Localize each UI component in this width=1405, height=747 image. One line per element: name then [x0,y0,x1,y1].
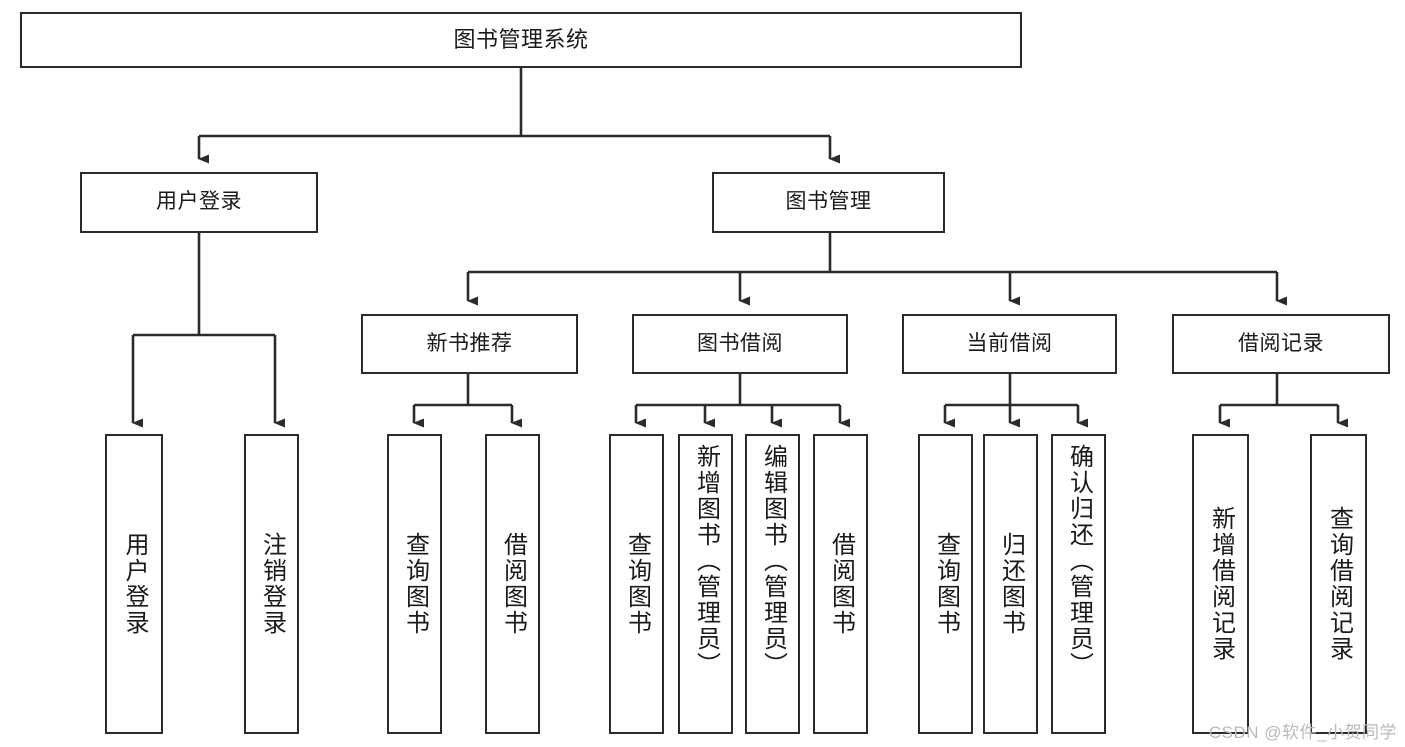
node-label: 借阅图书 [499,532,527,636]
node-leaf-add-record[interactable]: 新增借阅记录 [1192,434,1249,734]
node-leaf-user-login[interactable]: 用户登录 [105,434,163,734]
node-root-system[interactable]: 图书管理系统 [20,12,1022,68]
node-leaf-edit-book[interactable]: 编辑图书（管理员） [745,434,800,734]
node-label: 查询借阅记录 [1325,506,1353,662]
node-borrow-record[interactable]: 借阅记录 [1172,314,1390,374]
node-leaf-logout[interactable]: 注销登录 [244,434,299,734]
node-label: 新增借阅记录 [1207,506,1235,662]
node-leaf-borrow-book-2[interactable]: 借阅图书 [813,434,868,734]
node-leaf-borrow-book-1[interactable]: 借阅图书 [485,434,540,734]
node-label: 注销登录 [258,532,286,636]
node-label: 借阅记录 [1238,331,1324,355]
node-label: 查询图书 [401,532,429,636]
node-current-borrow[interactable]: 当前借阅 [902,314,1117,374]
node-label: 查询图书 [623,532,651,636]
node-book-borrow[interactable]: 图书借阅 [632,314,848,374]
node-label: 图书管理系统 [453,27,589,53]
node-leaf-confirm-return[interactable]: 确认归还（管理员） [1051,434,1106,734]
node-label: 新增图书（管理员） [692,444,720,678]
node-leaf-return-book[interactable]: 归还图书 [983,434,1038,734]
node-user-login[interactable]: 用户登录 [80,172,318,233]
watermark-text: CSDN @软件_小贺同学 [1208,723,1397,742]
node-book-manage[interactable]: 图书管理 [712,172,945,233]
node-leaf-query-book-2[interactable]: 查询图书 [609,434,664,734]
node-label: 编辑图书（管理员） [759,444,787,678]
node-new-book-recommend[interactable]: 新书推荐 [361,314,578,374]
node-label: 用户登录 [121,532,148,636]
node-label: 确认归还（管理员） [1065,444,1093,678]
node-label: 借阅图书 [827,532,855,636]
node-label: 新书推荐 [426,331,513,355]
node-leaf-query-book-3[interactable]: 查询图书 [918,434,973,734]
node-leaf-add-book[interactable]: 新增图书（管理员） [678,434,733,734]
node-label: 查询图书 [932,532,960,636]
node-label: 用户登录 [156,190,242,214]
node-leaf-query-book-1[interactable]: 查询图书 [387,434,442,734]
node-label: 归还图书 [997,532,1025,636]
node-label: 图书管理 [785,190,872,214]
node-label: 图书借阅 [697,331,783,355]
node-leaf-query-record[interactable]: 查询借阅记录 [1310,434,1367,734]
node-label: 当前借阅 [966,331,1053,355]
